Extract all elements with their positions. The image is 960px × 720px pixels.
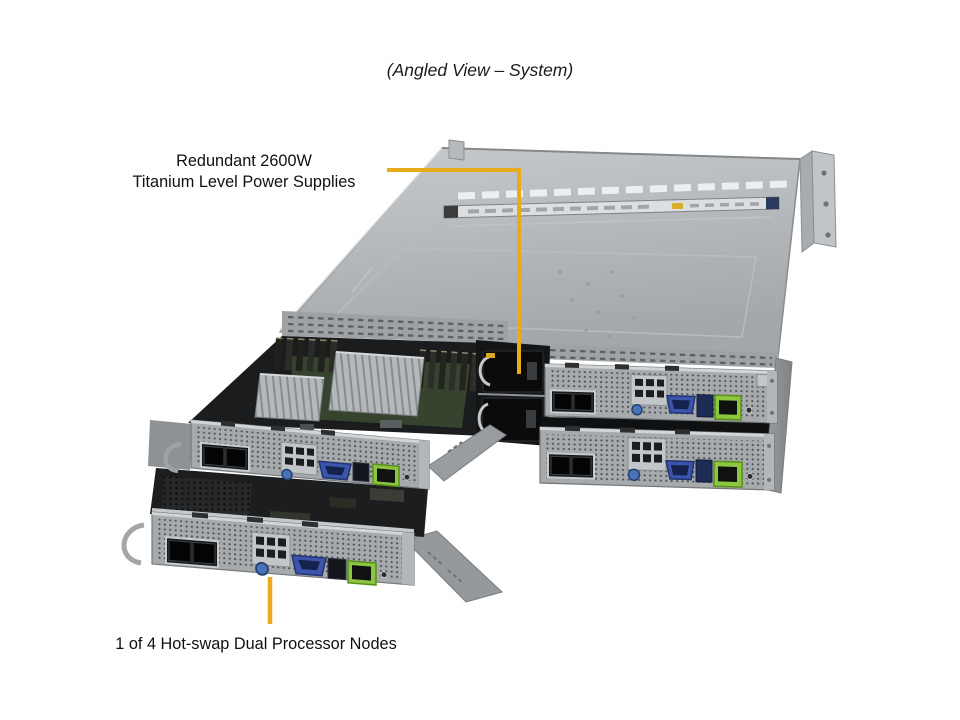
thumbscrew — [631, 404, 643, 416]
power-button — [745, 406, 753, 414]
io-cluster — [280, 441, 318, 476]
node-label: 1 of 4 Hot-swap Dual Processor Nodes — [115, 635, 396, 653]
thumbscrew — [281, 468, 293, 481]
qsfp-ports — [550, 389, 596, 415]
callouts: (Angled View – System) Redundant 2600W T… — [115, 60, 573, 653]
thumbscrew — [255, 561, 269, 576]
vga-connector — [291, 554, 327, 577]
node-tray-rail-upper — [427, 424, 507, 482]
node-handle-upper-left — [163, 441, 182, 474]
lid-left-edge — [279, 147, 443, 331]
lid-screws — [558, 270, 636, 338]
usb-ports — [696, 394, 714, 418]
lan-port — [347, 559, 377, 586]
node-face-bottom-right — [539, 425, 775, 491]
psu-label-line2: Titanium Level Power Supplies — [133, 173, 356, 191]
lid-recess-outline — [328, 247, 757, 338]
node-handle-lower-left — [121, 522, 145, 566]
lid-right-edge — [777, 158, 801, 358]
qsfp-ports — [200, 441, 250, 473]
node-face-bottom-left — [151, 508, 415, 586]
power-button — [403, 473, 411, 481]
cpu-heatsink-large — [328, 351, 425, 417]
node-bay-interior — [188, 336, 514, 437]
qsfp-ports — [547, 452, 595, 480]
psu-module-top — [478, 350, 544, 393]
usb-ports — [352, 461, 370, 483]
diagram-title: (Angled View – System) — [387, 60, 573, 80]
rear-label-strip — [443, 196, 780, 219]
vga-connector — [665, 460, 695, 481]
thumbscrew — [627, 468, 641, 482]
lid-front-vents-left — [282, 311, 508, 343]
io-cluster — [630, 374, 668, 407]
io-cluster — [251, 531, 291, 568]
power-button — [746, 472, 754, 480]
qsfp-ports — [165, 536, 219, 569]
vga-connector — [666, 394, 696, 415]
psu-handle — [478, 355, 491, 387]
power-button — [380, 571, 388, 579]
rear-left-tab — [448, 139, 465, 161]
node-face-top-right — [544, 362, 778, 424]
psu-sticker — [486, 353, 495, 358]
node-tray-rail-lower — [404, 530, 503, 603]
psu-label-line1: Redundant 2600W — [176, 152, 312, 170]
cpu-heatsink-small — [254, 373, 325, 422]
lan-port — [713, 460, 743, 488]
node-face-top-left — [190, 419, 430, 490]
lan-port — [372, 463, 400, 488]
psu-bay — [476, 340, 550, 446]
lan-port — [714, 394, 742, 421]
rack-ear-right — [799, 150, 837, 253]
tray-left-end — [148, 420, 192, 470]
label-emblem — [671, 202, 684, 210]
lid-rear-edge — [441, 147, 801, 160]
usb-ports — [327, 557, 347, 581]
rear-vent-slots — [457, 180, 789, 200]
usb-ports — [695, 459, 713, 483]
lid-front-vents-right — [514, 343, 779, 368]
chassis-lid — [278, 139, 801, 368]
vga-connector — [318, 460, 352, 481]
callout-line-psu — [387, 168, 521, 374]
io-cluster — [627, 437, 667, 472]
